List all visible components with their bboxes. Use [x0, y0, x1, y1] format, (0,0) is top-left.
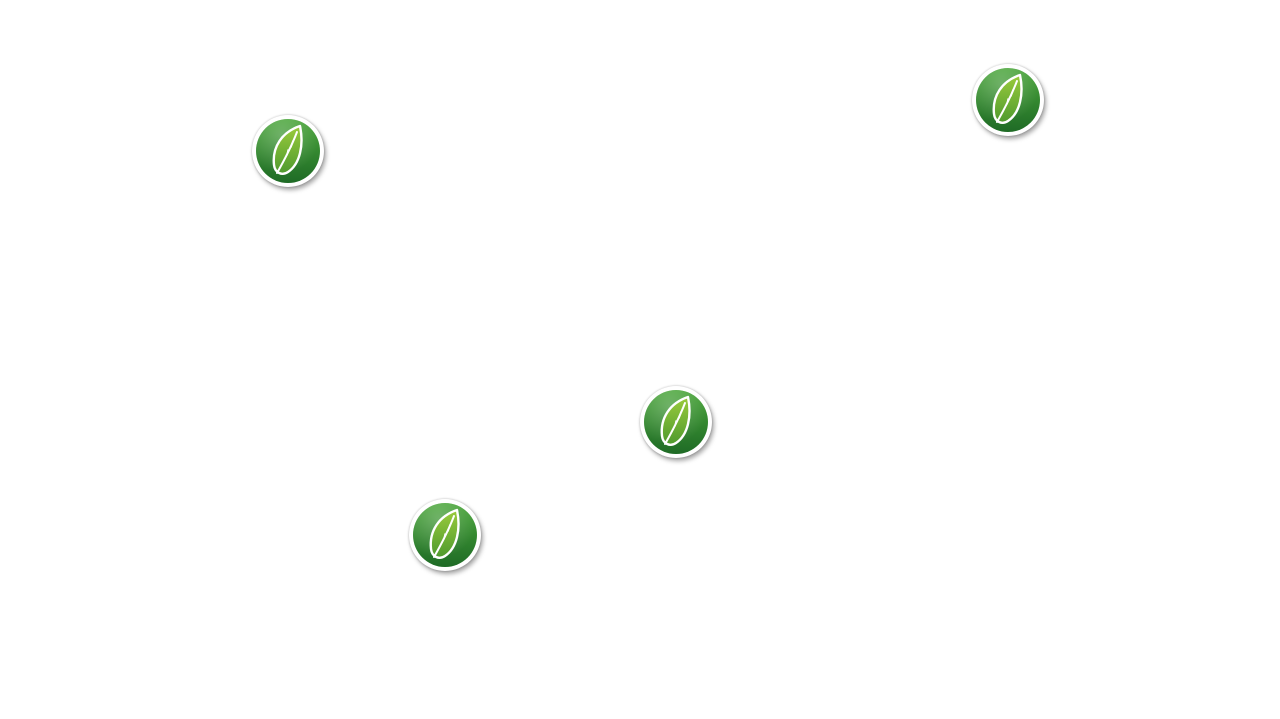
leaf-icon [409, 499, 481, 571]
leaf-icon [972, 64, 1044, 136]
leaf-icon [252, 115, 324, 187]
leaf-badge-3[interactable] [640, 386, 712, 458]
leaf-icon [640, 386, 712, 458]
leaf-badge-2[interactable] [972, 64, 1044, 136]
leaf-badge-4[interactable] [409, 499, 481, 571]
leaf-badge-1[interactable] [252, 115, 324, 187]
